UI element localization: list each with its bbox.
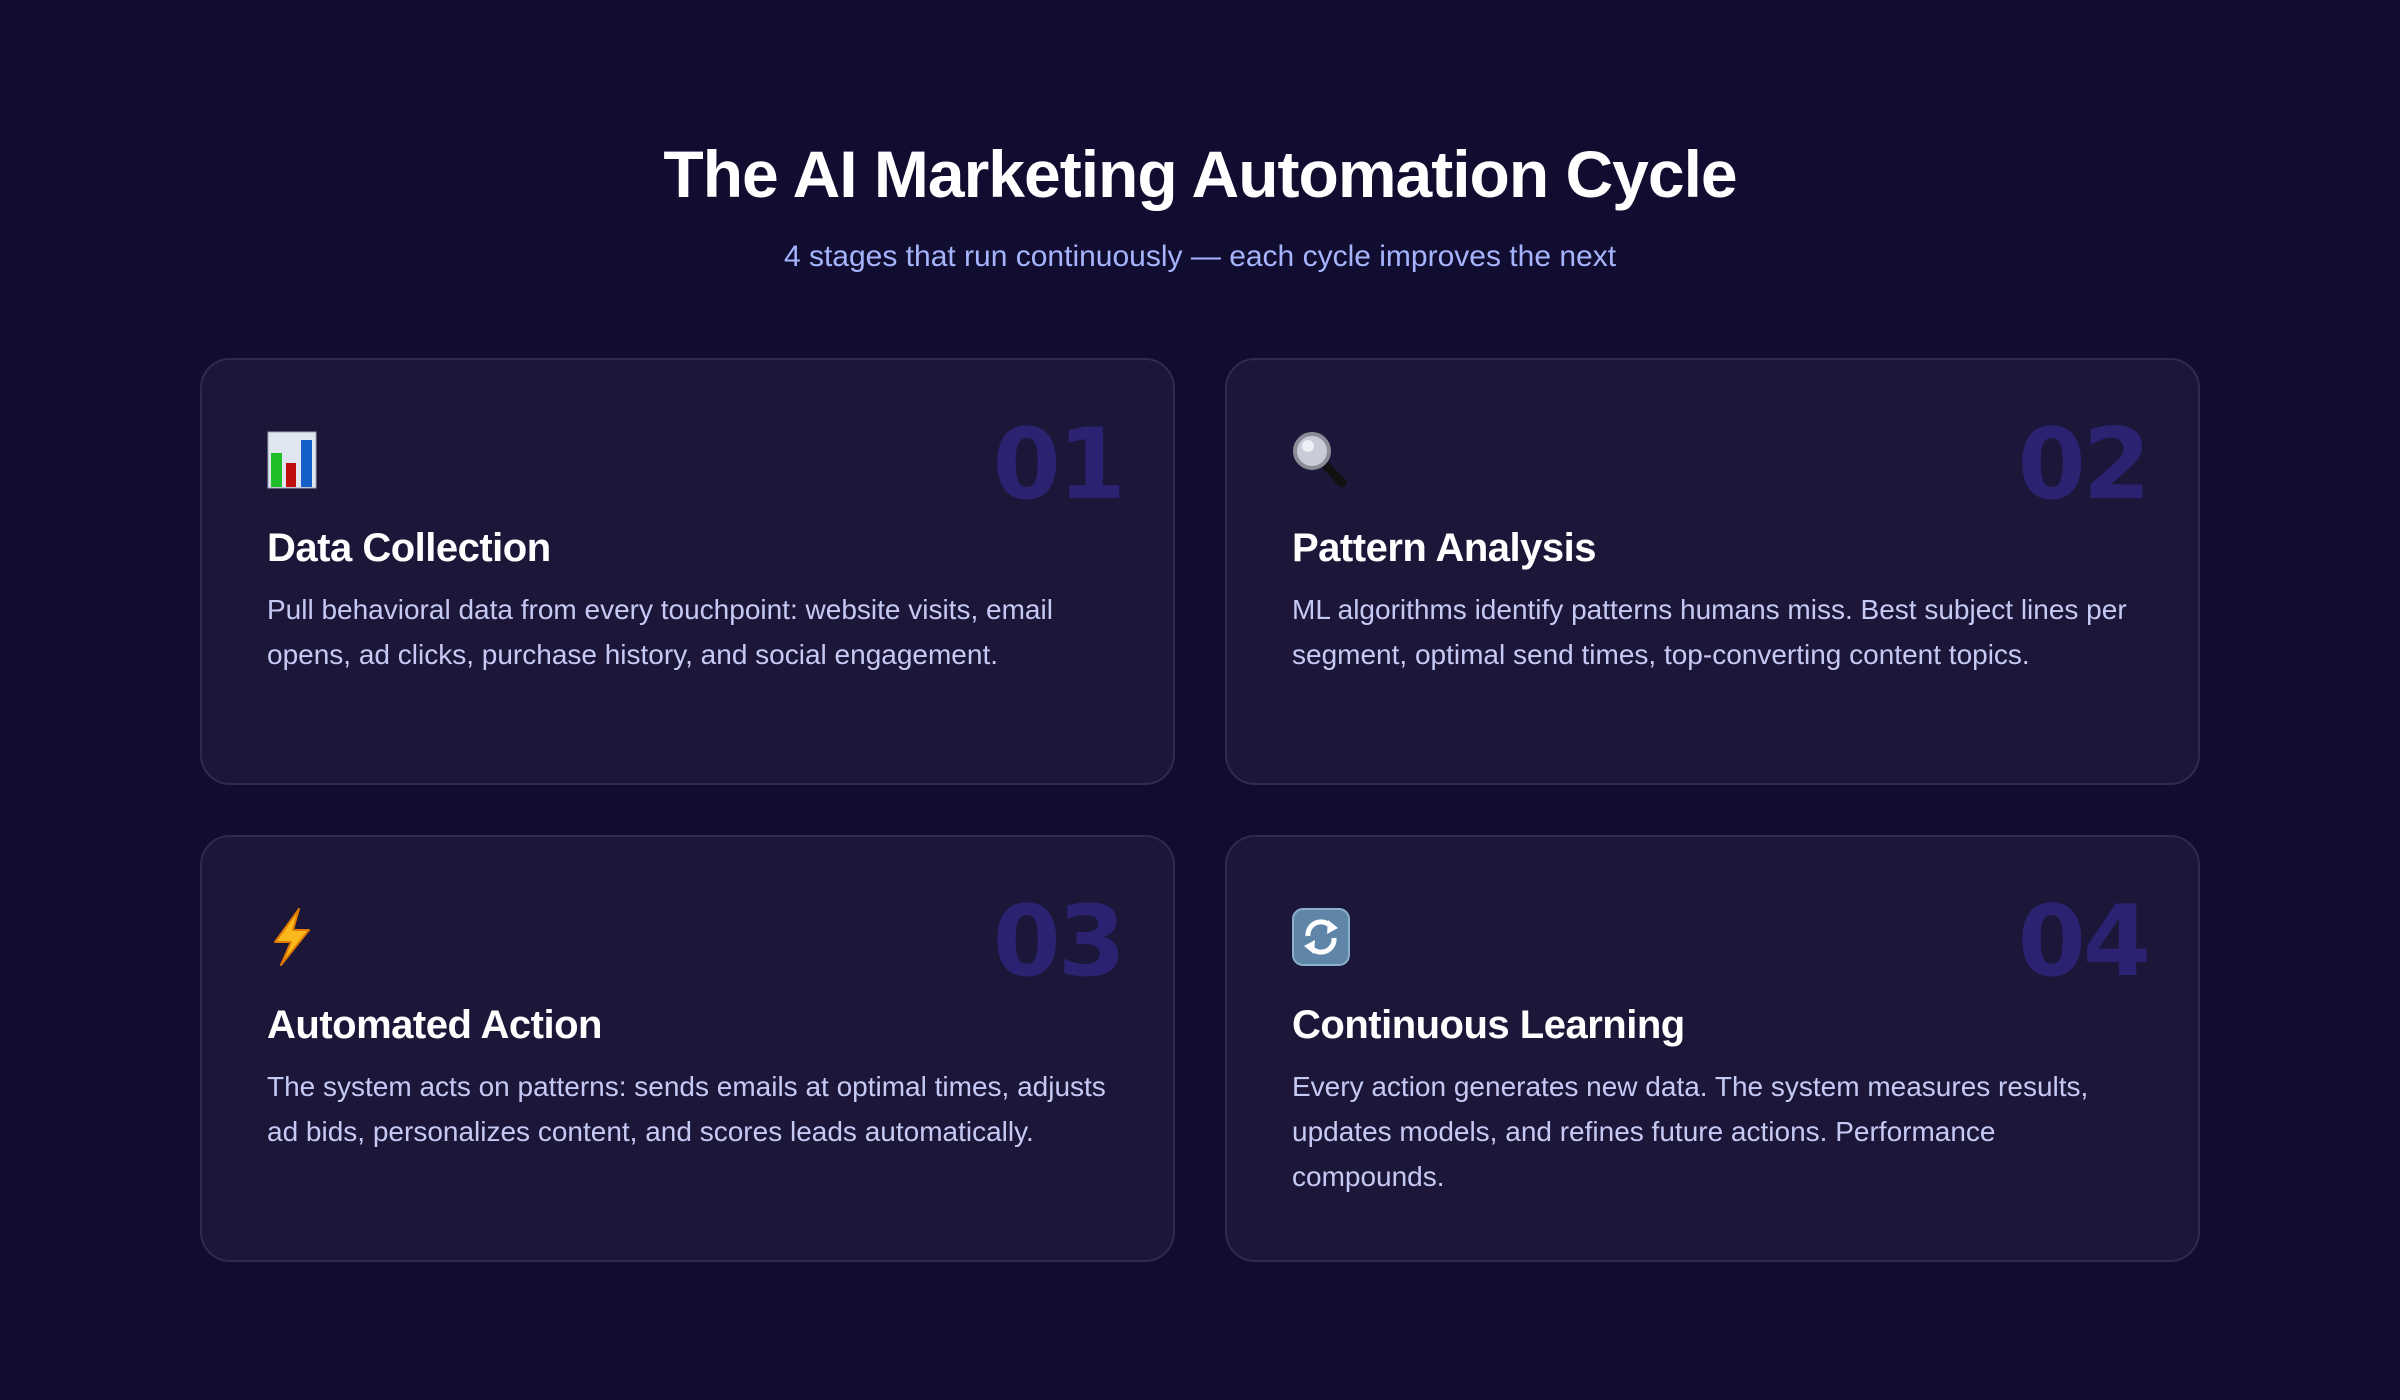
lightning-bolt-icon [267,908,323,968]
stage-description: The system acts on patterns: sends email… [267,1071,1106,1147]
stage-card-pattern-analysis: 02 Pattern Analysis ML algorithms identi… [1225,358,2200,785]
stage-number: 03 [992,885,1126,999]
stage-description: Every action generates new data. The sys… [1292,1071,2089,1192]
stage-description: ML algorithms identify patterns humans m… [1292,594,2127,670]
stage-title: Pattern Analysis [1292,526,1596,570]
stage-description: Pull behavioral data from every touchpoi… [267,594,1053,670]
stage-number: 02 [2017,408,2151,522]
stage-card-data-collection: 01 Data Collection Pull behavioral data … [200,358,1175,785]
stage-title: Automated Action [267,1003,602,1047]
bar-chart-icon [267,431,323,491]
page-subtitle: 4 stages that run continuously — each cy… [783,240,1617,273]
stage-card-automated-action: 03 Automated Action The system acts on p… [200,835,1175,1262]
stage-card-continuous-learning: 04 Continuous Learning Every action gene… [1225,835,2200,1262]
magnifying-glass-icon [1292,431,1348,491]
stages-grid: 01 Data Collection Pull behavioral data … [200,358,2200,1262]
stage-number: 04 [2017,885,2151,999]
refresh-cycle-icon [1292,908,1350,968]
stage-number: 01 [992,408,1126,522]
page-title: The AI Marketing Automation Cycle [663,137,1737,211]
stage-title: Continuous Learning [1292,1003,1685,1047]
stage-title: Data Collection [267,526,551,570]
